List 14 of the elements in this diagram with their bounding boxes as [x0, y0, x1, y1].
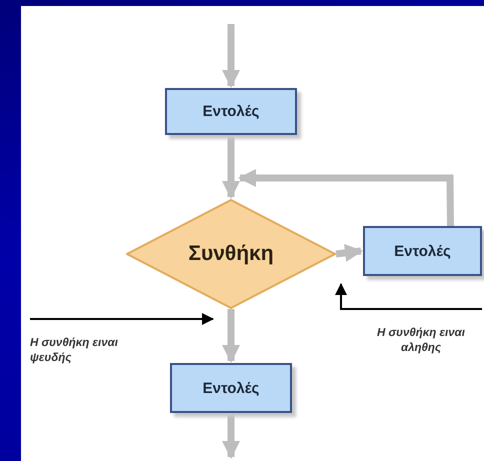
leader-arrow	[30, 313, 214, 325]
flow-arrow	[222, 24, 240, 88]
process-box: Εντολές	[363, 226, 482, 276]
flow-arrow	[222, 135, 240, 199]
leader-arrow	[335, 283, 482, 310]
flow-arrow	[238, 169, 454, 226]
flow-arrow	[336, 244, 363, 262]
flow-arrow	[222, 413, 240, 459]
process-box: Εντολές	[165, 88, 297, 135]
process-box: Εντολές	[170, 363, 292, 413]
annotation-text: Η συνθήκη ειναι αληθης	[376, 326, 466, 356]
flow-arrow	[222, 309, 240, 363]
condition-text: Συνθήκη	[188, 242, 274, 266]
annotation-text: Η συνθήκη ειναι ψευδής	[30, 336, 119, 366]
